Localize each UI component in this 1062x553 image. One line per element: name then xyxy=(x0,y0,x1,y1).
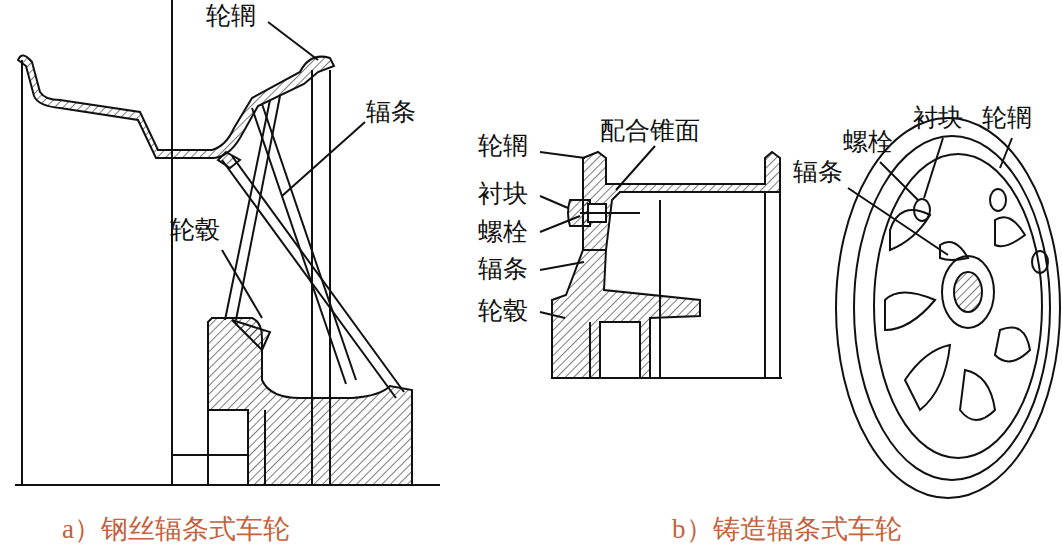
part-label: 轮毂 xyxy=(170,216,220,244)
part-label: 衬块 xyxy=(913,104,963,132)
part-label: 衬块 xyxy=(478,180,528,208)
part-label: 配合锥面 xyxy=(600,117,700,145)
part-label: 螺栓 xyxy=(478,218,528,246)
part-label: 辐条 xyxy=(793,158,843,186)
part-label: 轮辋 xyxy=(478,132,528,160)
part-label: 轮辋 xyxy=(982,104,1032,132)
part-label: 辐条 xyxy=(366,98,416,126)
figure-caption: b）铸造辐条式车轮 xyxy=(672,515,902,545)
part-label: 辐条 xyxy=(478,255,528,283)
figure-caption: a）钢丝辐条式车轮 xyxy=(62,515,290,545)
part-label: 螺栓 xyxy=(843,128,893,156)
part-label: 轮辋 xyxy=(206,2,256,30)
part-label: 轮毂 xyxy=(478,297,528,325)
